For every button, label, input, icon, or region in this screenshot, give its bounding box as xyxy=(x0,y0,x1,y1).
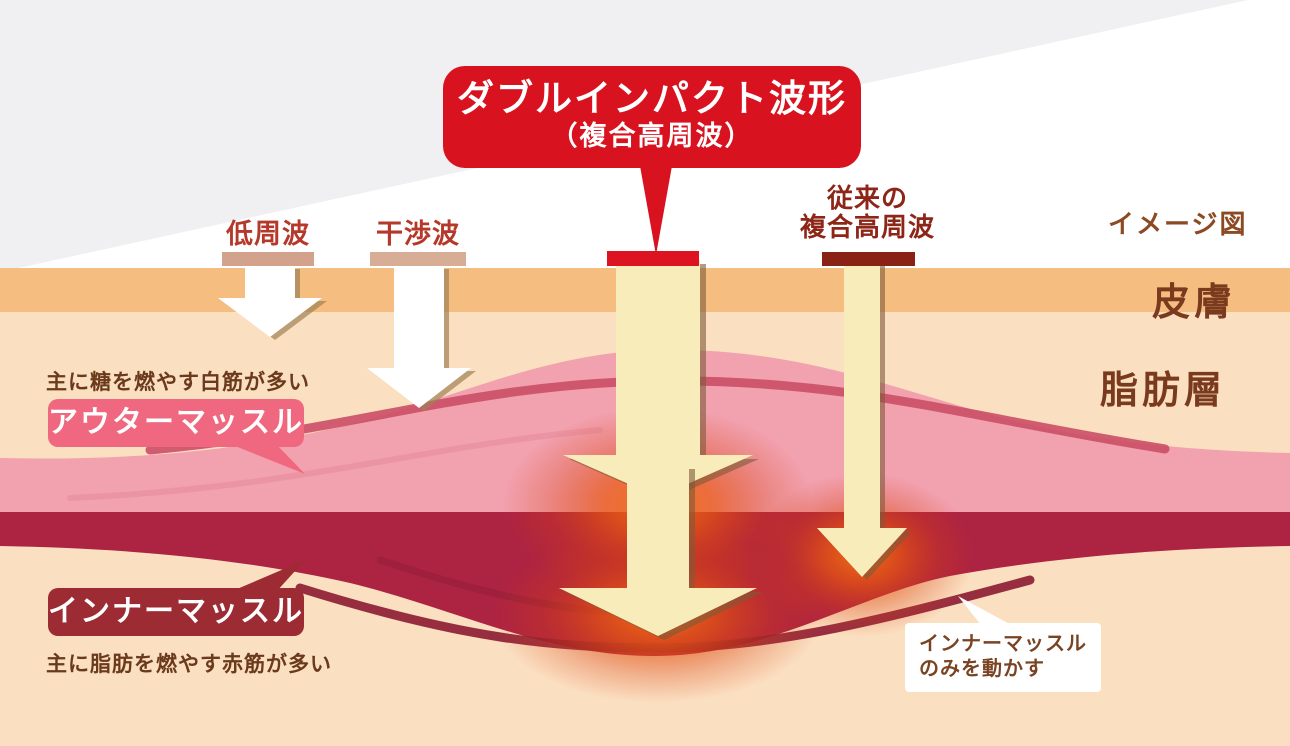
double-impact-electrode xyxy=(607,251,699,266)
title-line1: ダブルインパクト波形 xyxy=(457,78,847,119)
outer-muscle-striation-faint xyxy=(67,427,603,501)
label-conventional-line2: 複合高周波 xyxy=(799,212,935,242)
inner-only-callout: インナーマッスル のみを動かす xyxy=(905,623,1101,692)
inner-badge-tail xyxy=(230,560,305,592)
label-skin: 皮膚 xyxy=(1152,282,1237,324)
label-interference-wave: 干渉波 xyxy=(376,219,460,249)
inner-only-line2: のみを動かす xyxy=(919,658,1045,680)
low-freq-electrode xyxy=(222,252,314,266)
label-fat-layer: 脂肪層 xyxy=(1100,370,1227,412)
title-line2: （複合高周波） xyxy=(550,121,754,151)
inner-only-line1: インナーマッスル xyxy=(919,633,1087,655)
outer-badge-tail xyxy=(230,444,305,474)
title-callout-pointer xyxy=(640,166,672,255)
interference-arrow xyxy=(367,266,476,411)
outer-muscle-badge: アウターマッスル xyxy=(48,399,304,447)
label-low-frequency: 低周波 xyxy=(226,219,310,249)
label-conventional: 従来の 複合高周波 xyxy=(795,184,940,242)
double-impact-arrow-2 xyxy=(559,465,763,640)
interference-electrode xyxy=(370,252,466,266)
conventional-arrow xyxy=(817,262,912,580)
note-outer-muscle: 主に糖を燃やす白筋が多い xyxy=(46,371,310,394)
title-callout: ダブルインパクト波形 （複合高周波） xyxy=(443,66,861,168)
label-conventional-line1: 従来の xyxy=(826,183,908,213)
label-image-note: イメージ図 xyxy=(1108,209,1248,239)
conventional-electrode xyxy=(822,252,915,266)
note-inner-muscle: 主に脂肪を燃やす赤筋が多い xyxy=(46,653,332,676)
white-callout-tail xyxy=(958,596,1015,630)
double-impact-arrow-1 xyxy=(563,260,759,501)
low-freq-arrow xyxy=(218,266,327,340)
inner-muscle-badge: インナーマッスル xyxy=(48,588,304,636)
